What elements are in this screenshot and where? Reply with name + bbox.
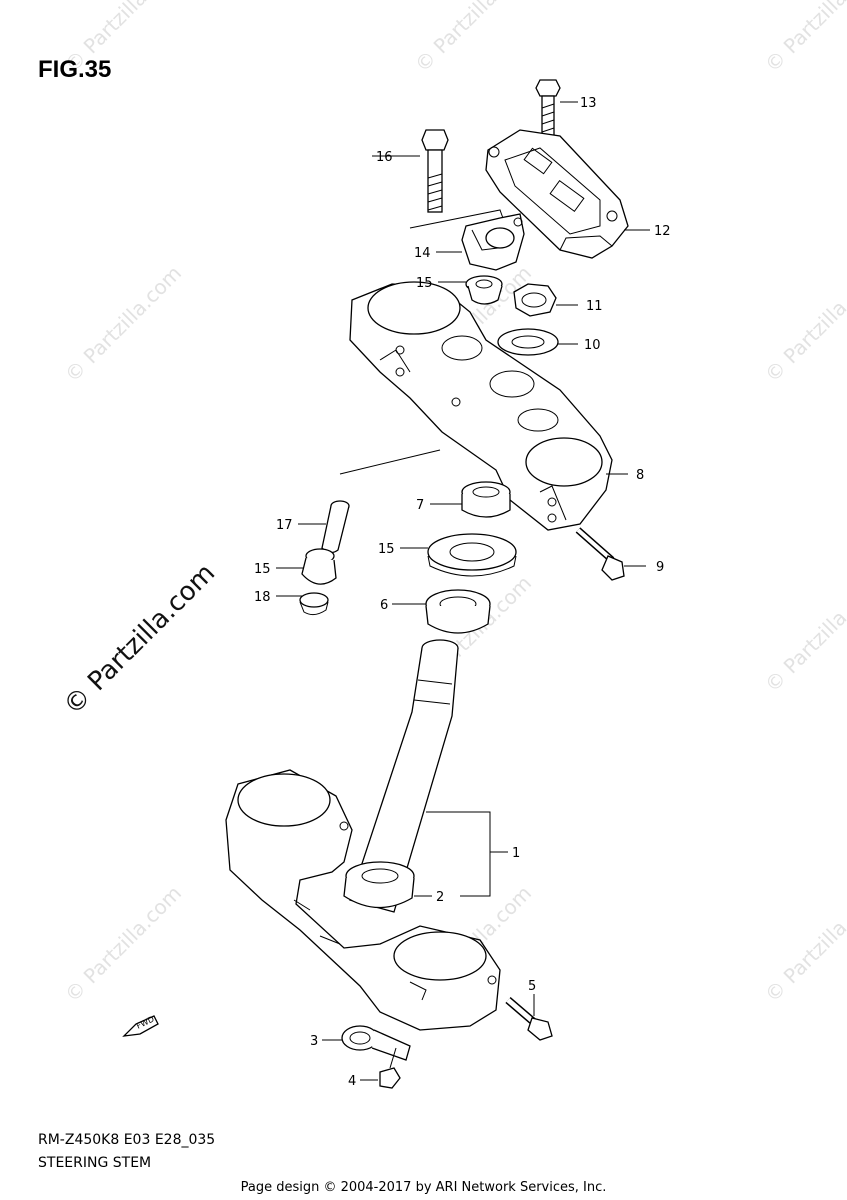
part-8-upper-bracket[interactable] bbox=[349, 281, 613, 531]
part-19-grommet[interactable] bbox=[299, 592, 329, 616]
part-3-cable-clamp[interactable] bbox=[341, 1025, 411, 1061]
part-9-bolt[interactable] bbox=[575, 527, 625, 581]
callout-18: 17 bbox=[276, 518, 293, 533]
leader-8-18 bbox=[339, 449, 441, 475]
callout-10: 10 bbox=[584, 338, 601, 353]
callout-14: 14 bbox=[414, 246, 431, 261]
callout-15-lower: 15 bbox=[254, 562, 271, 577]
fwd-arrow-icon: FWD bbox=[122, 1015, 159, 1037]
callout-2: 2 bbox=[436, 890, 444, 905]
callout-16: 15 bbox=[378, 542, 395, 557]
part-12-handlebar-clamp[interactable] bbox=[485, 129, 629, 259]
part-15-grommet-upper[interactable] bbox=[465, 275, 503, 305]
figure-title: FIG.35 bbox=[38, 56, 112, 83]
part-5-bolt[interactable] bbox=[505, 996, 553, 1041]
callout-11: 11 bbox=[586, 299, 603, 314]
lower-bracket[interactable] bbox=[225, 769, 501, 1031]
callout-7: 7 bbox=[416, 498, 424, 513]
callout-15-upper: 15 bbox=[416, 276, 433, 291]
assembly-name: STEERING STEM bbox=[38, 1155, 152, 1171]
callout-19: 18 bbox=[254, 590, 271, 605]
model-code: RM-Z450K8 E03 E28_035 bbox=[38, 1132, 216, 1148]
part-16-dust-seal[interactable] bbox=[427, 533, 517, 577]
part-10-washer[interactable] bbox=[497, 328, 559, 356]
callout-6: 6 bbox=[380, 598, 388, 613]
part-2-lower-bearing[interactable] bbox=[343, 861, 415, 909]
part-4-screw[interactable] bbox=[379, 1047, 401, 1089]
part-14-lower-clamp[interactable] bbox=[461, 213, 525, 271]
part-13-bolt[interactable] bbox=[535, 79, 561, 139]
part-7-lock-nut[interactable] bbox=[461, 481, 511, 518]
leader-lines bbox=[276, 101, 650, 1081]
callout-9: 9 bbox=[656, 560, 664, 575]
part-15-grommet-lower[interactable] bbox=[301, 548, 337, 585]
callout-4: 4 bbox=[348, 1074, 356, 1089]
part-11-steering-stem-nut[interactable] bbox=[513, 283, 557, 317]
part-17-bolt[interactable] bbox=[421, 129, 449, 213]
callout-1: 1 bbox=[512, 846, 520, 861]
part-18-collar[interactable] bbox=[321, 500, 350, 554]
callout-8: 8 bbox=[636, 468, 644, 483]
callout-3: 3 bbox=[310, 1034, 318, 1049]
callout-17: 16 bbox=[376, 150, 393, 165]
footer-copyright: Page design © 2004-2017 by ARI Network S… bbox=[240, 1180, 607, 1195]
callout-5: 5 bbox=[528, 979, 536, 994]
callout-12: 12 bbox=[654, 224, 671, 239]
callout-13: 13 bbox=[580, 96, 597, 111]
part-6-bearing[interactable] bbox=[425, 589, 491, 634]
part-1-steering-stem-shaft[interactable] bbox=[349, 639, 459, 913]
